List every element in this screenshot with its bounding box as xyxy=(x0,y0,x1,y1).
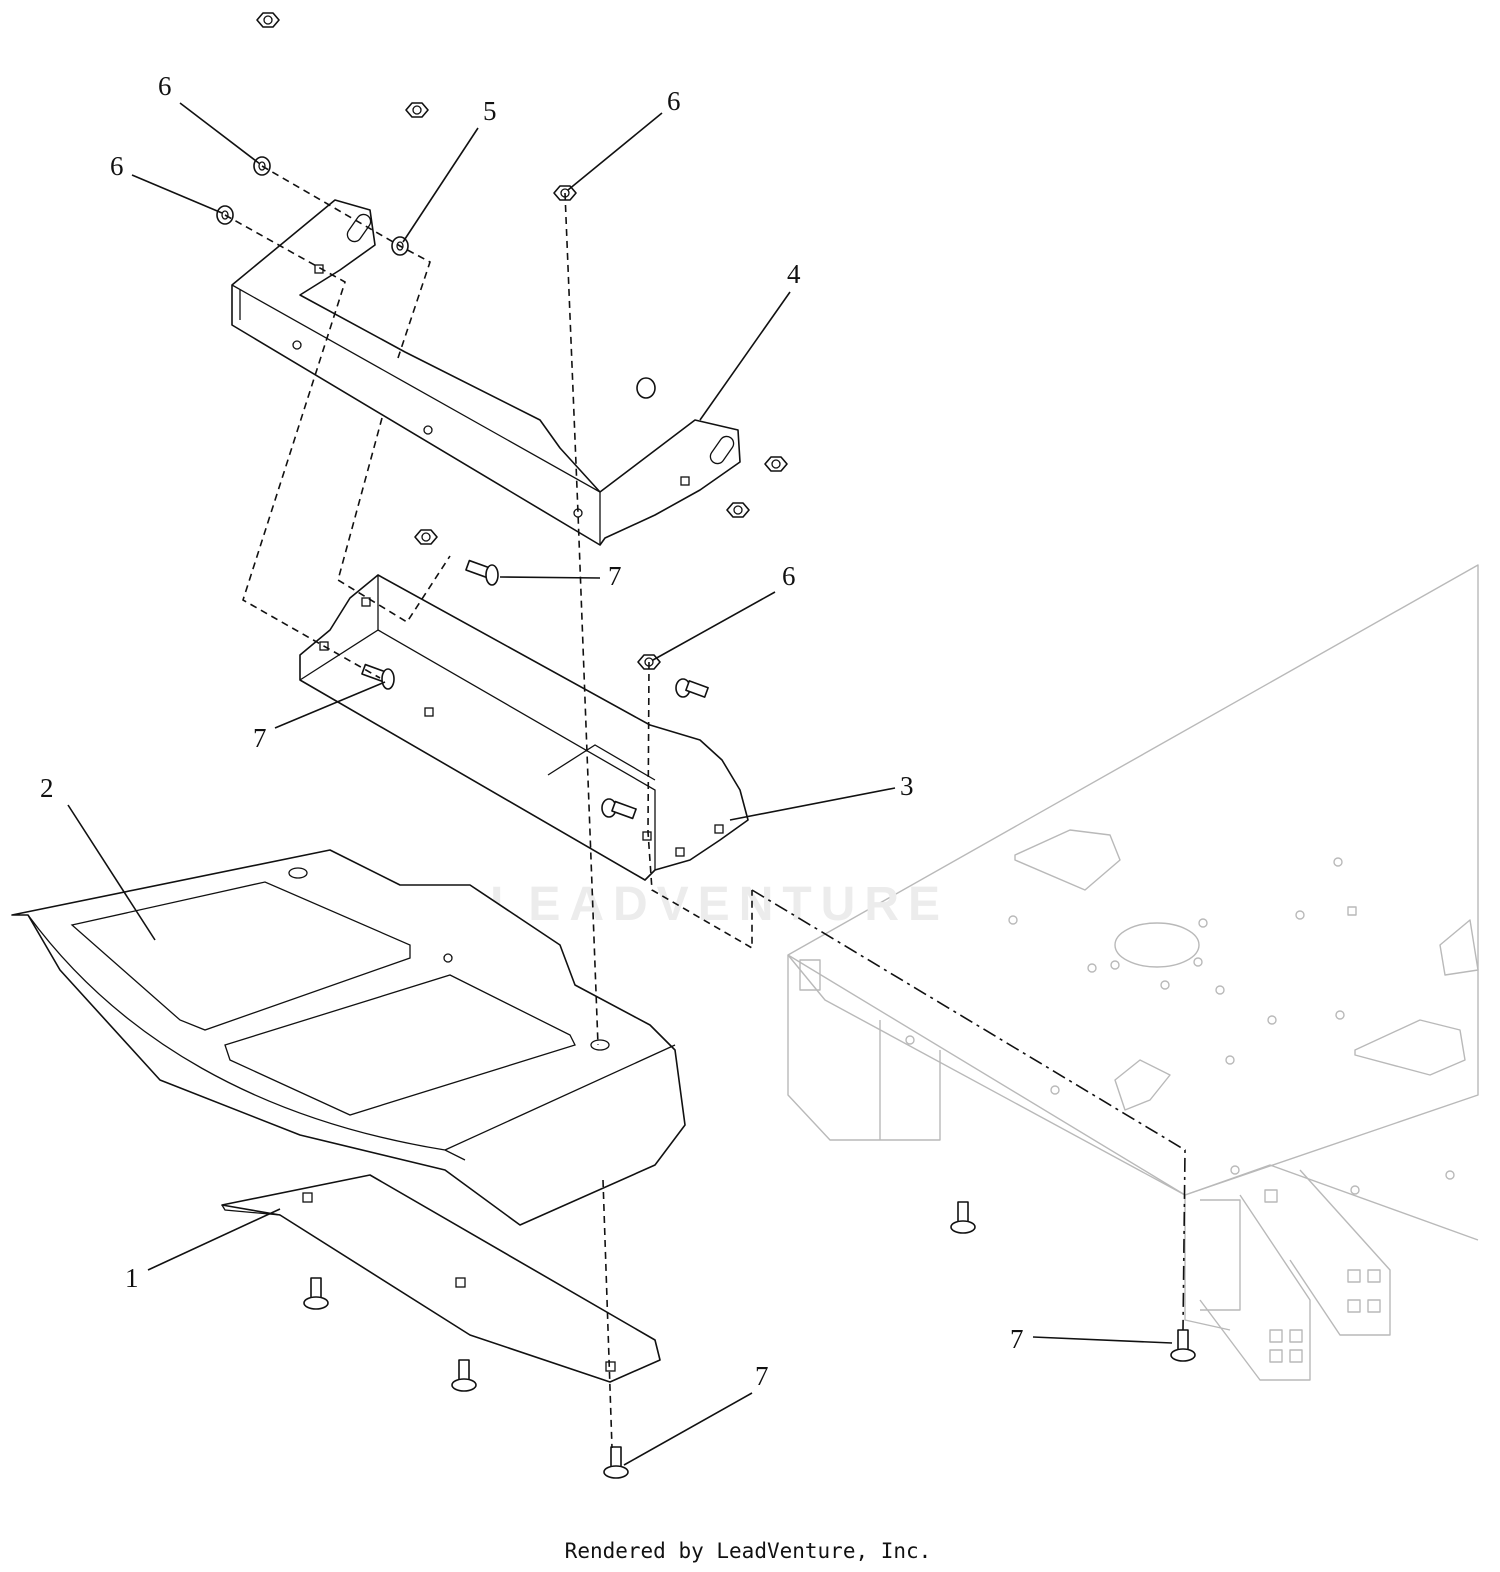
callout-2: 2 xyxy=(40,773,54,803)
bolt-bottom-c xyxy=(603,1446,629,1479)
callout-6-middle: 6 xyxy=(782,561,796,591)
bolt-bottom-a xyxy=(303,1277,329,1310)
nut-right-1 xyxy=(764,456,788,472)
callout-4: 4 xyxy=(787,259,801,289)
callout-6-top-left: 6 xyxy=(158,71,172,101)
callout-6-top-right: 6 xyxy=(667,86,681,116)
nut-top xyxy=(256,12,280,28)
assembly-lines xyxy=(224,165,1186,1449)
callout-7-frame: 7 xyxy=(1010,1324,1024,1354)
callout-leaders xyxy=(67,102,1173,1466)
bolt-bottom-b xyxy=(451,1359,477,1392)
callout-3: 3 xyxy=(900,771,914,801)
bolt-frame-a xyxy=(950,1201,976,1234)
callout-labels: 1 2 3 4 5 6 6 6 6 7 7 7 7 xyxy=(40,71,1024,1391)
hardware-washers xyxy=(216,156,656,399)
frame-center-hole xyxy=(1114,922,1200,968)
callout-7-left: 7 xyxy=(253,723,267,753)
nut-right-2 xyxy=(726,502,750,518)
callout-1: 1 xyxy=(125,1263,139,1293)
spacer-top xyxy=(636,377,656,399)
watermark-text: LEADVENTURE xyxy=(490,878,949,931)
part-3-bracket xyxy=(299,574,749,881)
bolt-right-a xyxy=(675,678,709,698)
part-1-plate xyxy=(221,1174,661,1383)
nut-upper-middle xyxy=(405,102,429,118)
callout-7-bottom: 7 xyxy=(755,1361,769,1391)
hardware-nuts xyxy=(256,12,788,670)
callout-6-left: 6 xyxy=(110,151,124,181)
footer-credit: Rendered by LeadVenture, Inc. xyxy=(565,1539,932,1563)
bolt-frame-b xyxy=(1170,1329,1196,1362)
bolt-upper-a xyxy=(465,559,499,586)
nut-middle xyxy=(414,529,438,545)
part-2-footplate xyxy=(11,849,686,1226)
part-4-bracket xyxy=(231,199,741,546)
hardware-bolts xyxy=(303,559,1196,1479)
bolt-right-b xyxy=(601,798,637,820)
callout-5: 5 xyxy=(483,96,497,126)
mower-frame xyxy=(787,564,1479,1381)
callout-7-upper: 7 xyxy=(608,561,622,591)
